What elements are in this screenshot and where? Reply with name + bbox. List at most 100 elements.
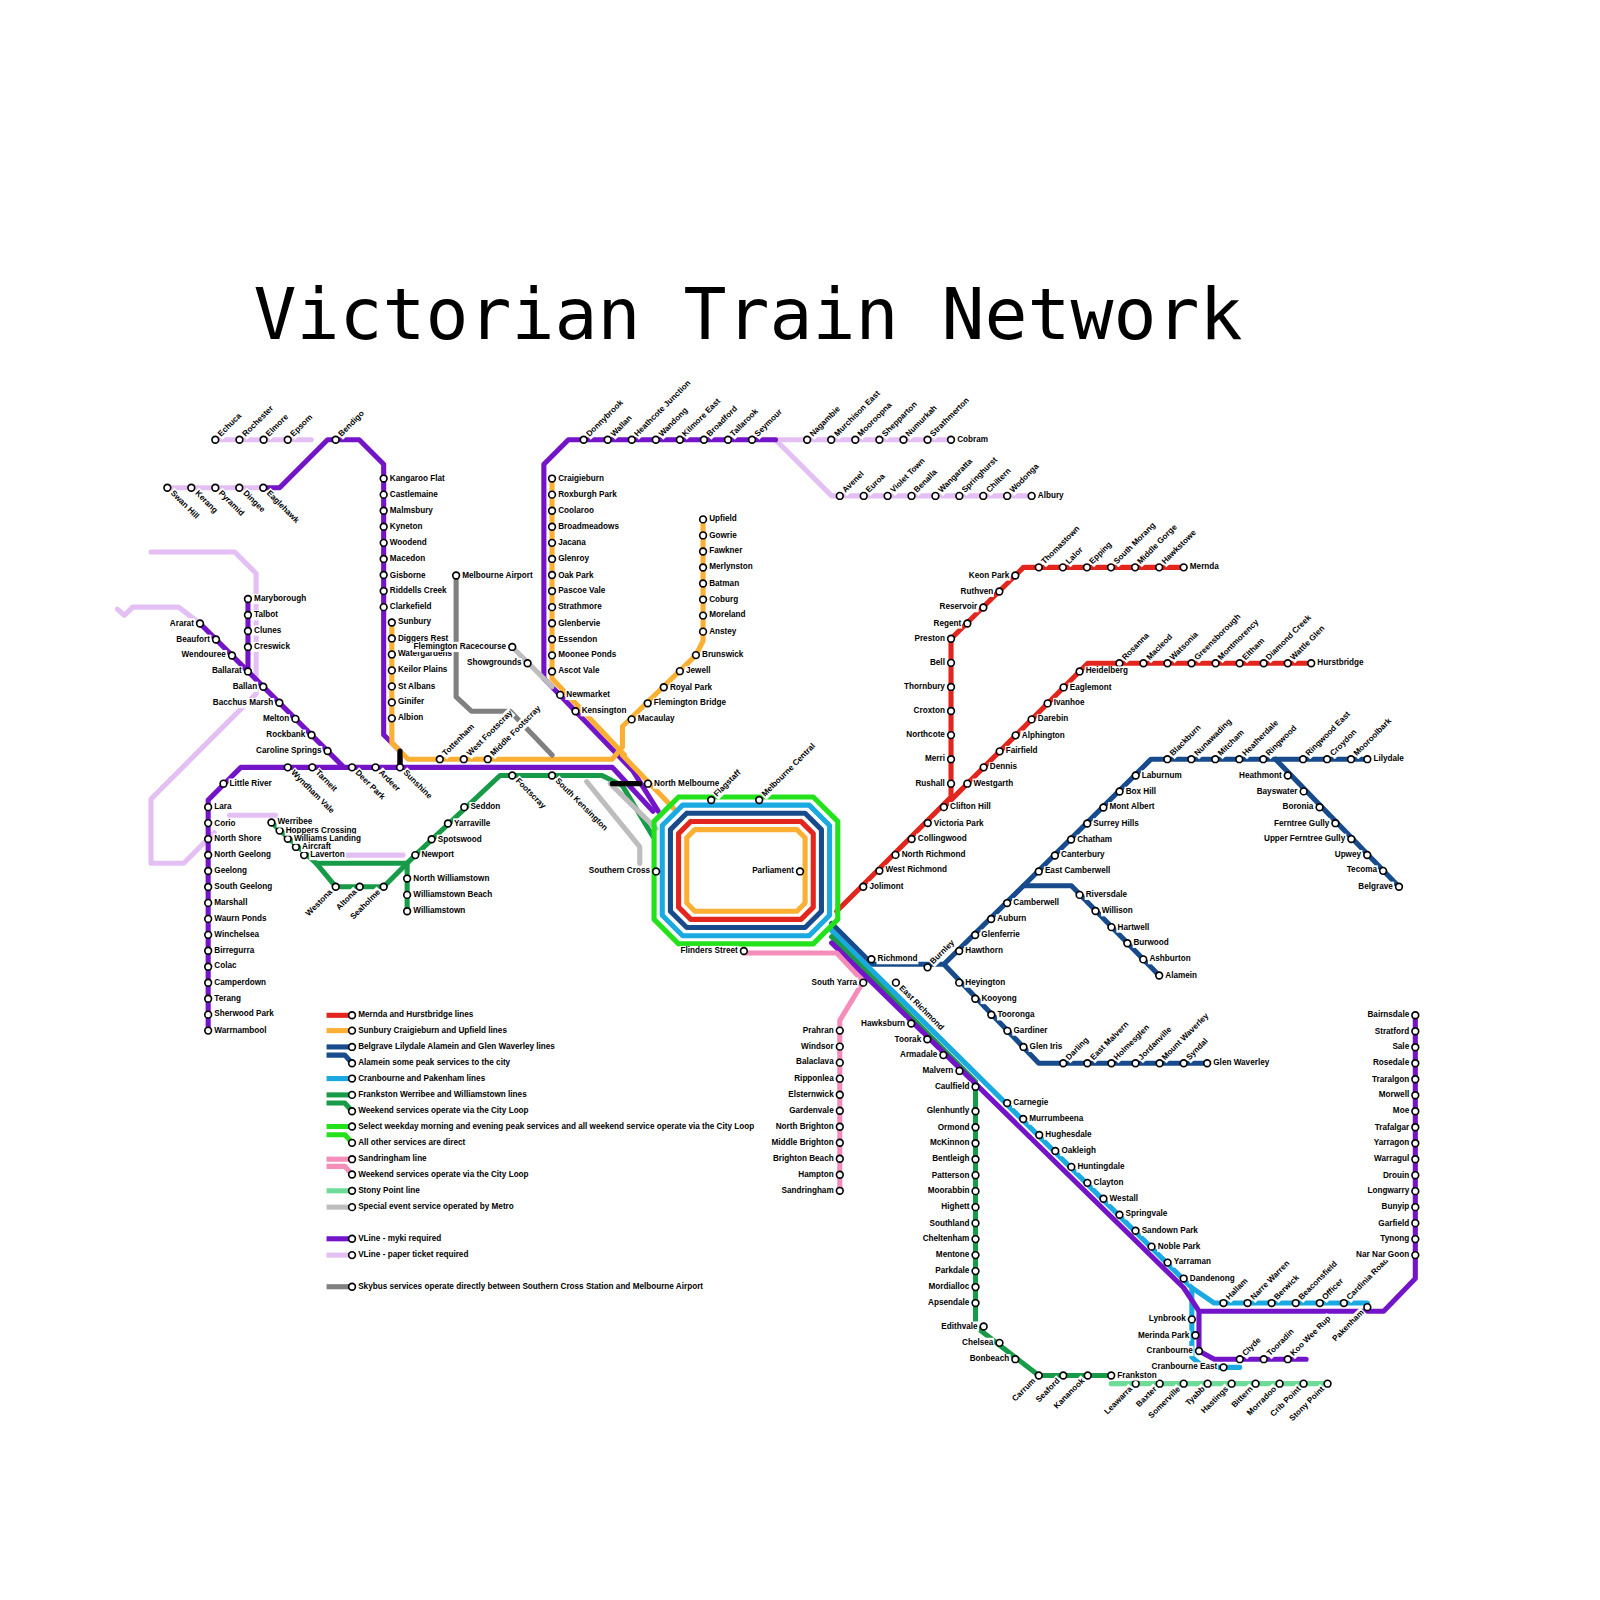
station-label: Drouin	[1382, 1170, 1410, 1180]
station-dot	[1148, 1243, 1155, 1250]
station-dot	[260, 436, 267, 443]
station-dot	[1036, 1132, 1043, 1139]
route-line	[271, 822, 407, 863]
station-dot	[653, 868, 660, 875]
station-label: Longwarry	[1366, 1186, 1410, 1196]
station-label: Footscray	[512, 776, 548, 812]
station-dot	[1236, 660, 1243, 667]
station-label: Wendouree	[181, 650, 227, 660]
station-dot	[1284, 1356, 1291, 1363]
station-dot	[276, 827, 283, 834]
station-dot	[1324, 756, 1331, 763]
station-dot	[956, 1068, 963, 1075]
station-dot	[236, 436, 243, 443]
station-label: Riversdale	[1085, 890, 1128, 900]
station-dot	[1012, 1356, 1019, 1363]
station-dot	[349, 764, 356, 771]
station-dot	[205, 1011, 212, 1018]
station-dot	[1084, 820, 1091, 827]
station-dot	[836, 1139, 843, 1146]
station-label: Albion	[397, 713, 424, 723]
station-dot	[956, 948, 963, 955]
station-label: North Richmond	[901, 850, 967, 860]
station-label: Ballarat	[211, 666, 243, 676]
station-dot	[972, 1083, 979, 1090]
station-dot	[549, 588, 556, 595]
station-label: Toorak	[894, 1034, 923, 1044]
station-dot	[1412, 1060, 1419, 1067]
station-dot	[852, 436, 859, 443]
station-label: Noble Park	[1157, 1242, 1202, 1252]
station-dot	[1341, 1300, 1348, 1307]
station-label: North Geelong	[213, 850, 272, 860]
station-label: Surrey Hills	[1092, 818, 1139, 828]
station-label: Melbourne Airport	[461, 570, 533, 580]
station-dot	[284, 436, 291, 443]
station-label: Moe	[1392, 1106, 1410, 1116]
station-label: Ferntree Gully	[1273, 818, 1330, 828]
station-dot	[549, 572, 556, 579]
station-label: Lara	[213, 802, 232, 812]
legend-text: Skybus services operate directly between…	[357, 1282, 704, 1292]
station-dot	[388, 715, 395, 722]
station-dot	[380, 475, 387, 482]
station-label: Talbot	[253, 610, 279, 620]
station-dot	[460, 756, 467, 763]
station-label: Flemington Racecourse	[413, 642, 508, 652]
station-label: Fairfield	[1005, 746, 1039, 756]
station-label: Westall	[1109, 1194, 1139, 1204]
legend-dot	[349, 1204, 356, 1211]
station-dot	[644, 700, 651, 707]
station-dot	[380, 572, 387, 579]
station-label: Creswick	[253, 642, 291, 652]
station-label: Cardinia Road	[1344, 1255, 1392, 1303]
station-label: Bonbeach	[969, 1354, 1011, 1364]
station-dot	[948, 635, 955, 642]
station-label: Clifton Hill	[949, 802, 992, 812]
legend-text: Frankston Werribee and Williamstown line…	[357, 1090, 528, 1100]
station-label: Lalor	[1063, 545, 1086, 568]
station-dot	[940, 1052, 947, 1059]
station-dot	[868, 956, 875, 963]
station-label: Preston	[913, 634, 945, 644]
station-label: Southern Cross	[588, 866, 651, 876]
station-label: Laburnum	[1141, 770, 1183, 780]
station-dot	[700, 516, 707, 523]
station-dot	[1180, 1060, 1187, 1067]
station-dot	[836, 1091, 843, 1098]
station-label: Keilor Plains	[397, 665, 448, 675]
station-label: Melton	[262, 714, 290, 724]
legend-dot	[349, 1252, 356, 1259]
station-dot	[197, 620, 204, 627]
station-dot	[236, 484, 243, 491]
station-dot	[549, 539, 556, 546]
station-label: Merlynston	[708, 562, 754, 572]
legend-dot	[349, 1108, 356, 1115]
station-label: Moreland	[708, 610, 746, 620]
station-label: Highett	[940, 1202, 970, 1212]
station-label: Camperdown	[213, 978, 267, 988]
legend-text: Belgrave Lilydale Alamein and Glen Waver…	[357, 1042, 556, 1052]
station-label: Trafalgar	[1374, 1122, 1411, 1132]
station-dot	[1028, 493, 1035, 500]
station-label: Anstey	[708, 627, 737, 637]
station-dot	[380, 588, 387, 595]
station-dot	[836, 1027, 843, 1034]
station-label: Leawarra	[1102, 1384, 1136, 1418]
station-dot	[1132, 564, 1139, 571]
station-dot	[700, 548, 707, 555]
station-dot	[549, 491, 556, 498]
station-label: Bell	[929, 658, 946, 668]
station-dot	[1132, 772, 1139, 779]
station-dot	[972, 1252, 979, 1259]
station-dot	[972, 1204, 979, 1211]
station-label: Strathmerton	[928, 395, 973, 440]
station-dot	[1300, 1380, 1307, 1387]
station-dot	[660, 684, 667, 691]
station-dot	[1140, 956, 1147, 963]
station-dot	[677, 436, 684, 443]
station-dot	[972, 1300, 979, 1307]
station-label: Moonee Ponds	[557, 650, 617, 660]
station-label: Elsternwick	[787, 1090, 834, 1100]
station-dot	[388, 651, 395, 658]
